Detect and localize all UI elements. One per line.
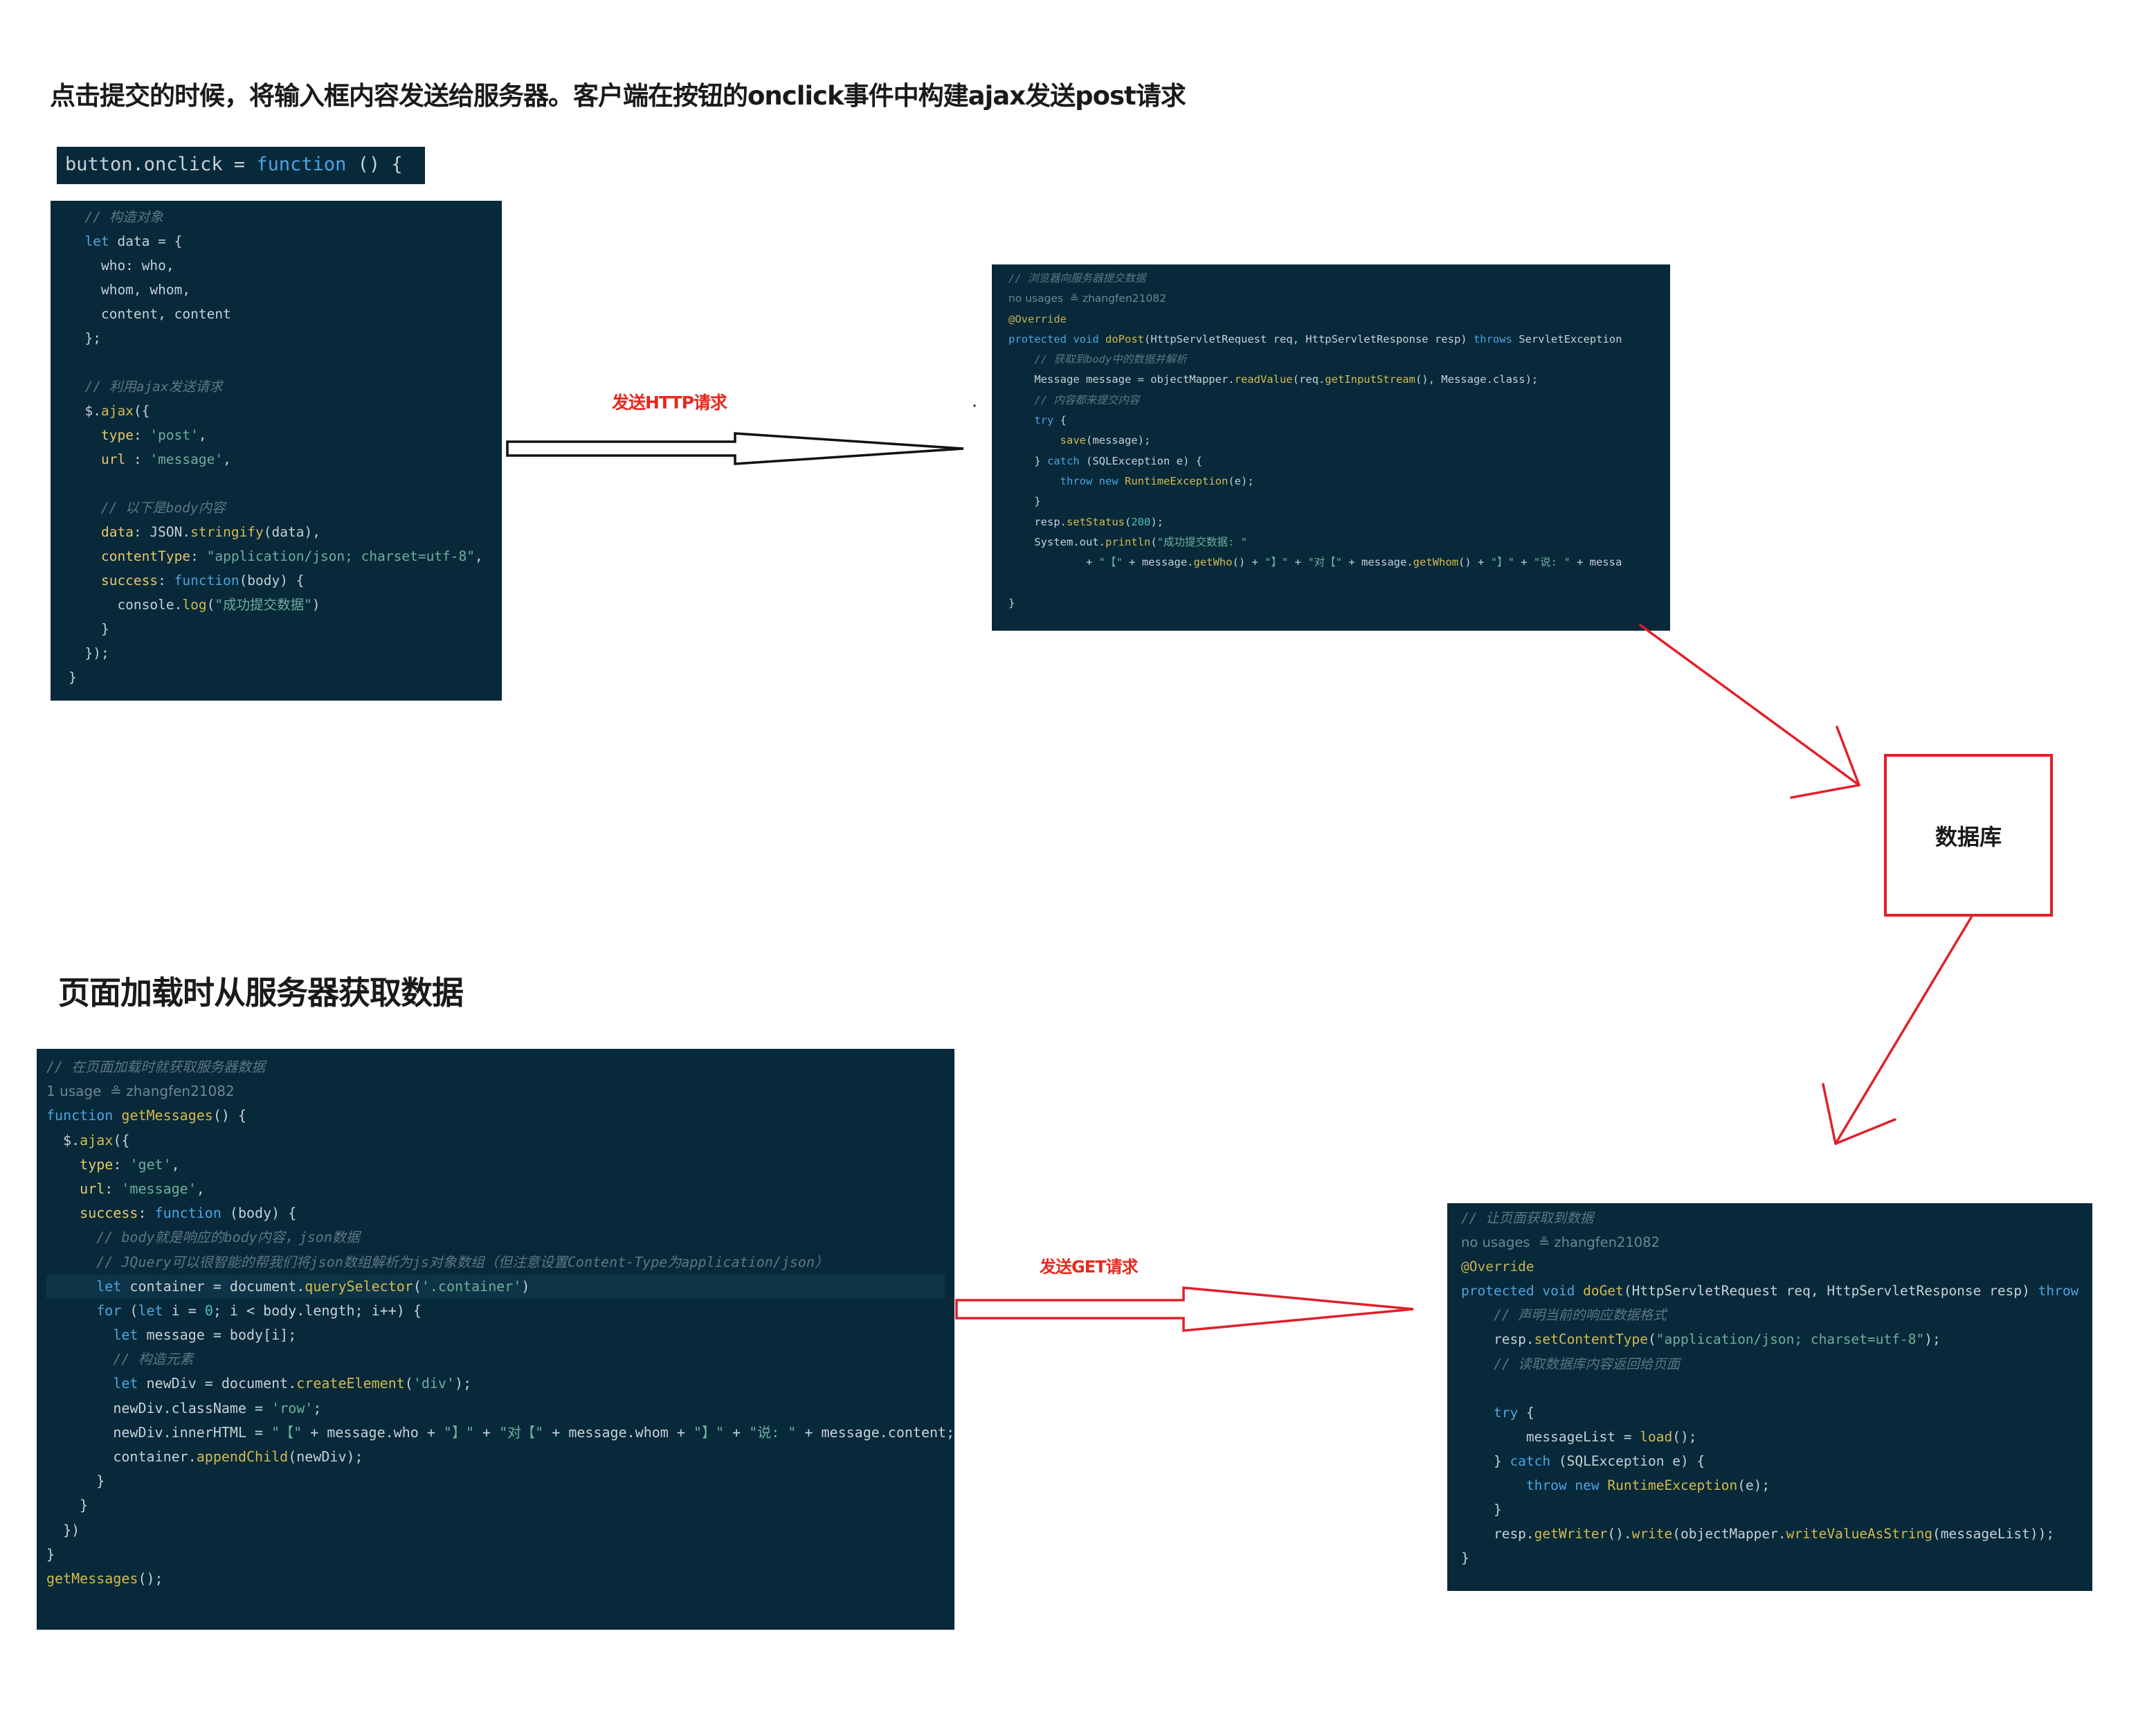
code-line: for (let i = 0; i < body.length; i++) { [96, 1302, 422, 1319]
code-line [1461, 1376, 2078, 1401]
code-line: System.out.println("成功提交数据: " [1008, 535, 1247, 548]
code-line: throw new RuntimeException(e); [1060, 474, 1254, 487]
code-line: // 构造对象 [69, 209, 163, 225]
client-get-code: // 在页面加载时就获取服务器数据 1 usage ≗ zhangfen21082… [37, 1049, 954, 1630]
code-line: newDiv.className = 'row'; [46, 1399, 322, 1416]
code-line: } [69, 621, 109, 637]
code-line: no usages ≗ zhangfen21082 [1461, 1234, 1660, 1251]
code-line: }; [69, 330, 101, 346]
code-line: let container = document.querySelector('… [46, 1274, 945, 1299]
code-line: $.ajax({ [69, 403, 150, 419]
code-line: content, content [69, 306, 231, 322]
code-line: contentType: "application/json; charset=… [100, 548, 483, 564]
code-line: Message message = objectMapper.readValue… [1008, 373, 1539, 386]
code-line: } [1008, 495, 1041, 508]
code-line: throw new RuntimeException(e); [1525, 1477, 1770, 1494]
http-request-arrow [506, 432, 964, 465]
code-line: } [1008, 596, 1015, 609]
code-line: + "【" + message.getWho() + "】" + "对【" + … [1008, 556, 1622, 569]
code-line: // 浏览器向服务器提交数据 [1008, 272, 1146, 285]
code-line: } [46, 1545, 55, 1563]
code-line: $.ajax({ [46, 1131, 130, 1149]
code-line: type: 'post', [100, 427, 207, 443]
code-line: } [46, 1497, 89, 1514]
code-line: @Override [1008, 312, 1067, 325]
code-line: let newDiv = document.createElement('div… [113, 1375, 472, 1392]
code-line: // 在页面加载时就获取服务器数据 [46, 1059, 266, 1075]
code-line [69, 350, 484, 375]
code-line: // JQuery可以很智能的帮我们将json数组解析为js对象数组（但注意设置… [46, 1253, 829, 1270]
code-line: // 获取到body中的数据并解析 [1008, 353, 1187, 366]
code-line: who: who, [69, 258, 174, 273]
http-request-label: 发送HTTP请求 [612, 393, 727, 413]
code-line: let data = { [84, 233, 183, 249]
code-line: success: function(body) { [100, 573, 305, 588]
code-line: protected void doPost(HttpServletRequest… [1008, 332, 1622, 345]
code-line: save(message); [1060, 434, 1151, 447]
code-line: // 构造元素 [46, 1351, 194, 1368]
code-line: getMessages(); [46, 1569, 163, 1587]
code-line: url : 'message', [100, 451, 231, 467]
code-line: } [1461, 1502, 1502, 1518]
code-line: newDiv.innerHTML = "【" + message.who + "… [46, 1423, 954, 1441]
code-line: function getMessages() { [46, 1107, 246, 1124]
load-heading: 页面加载时从服务器获取数据 [58, 974, 464, 1011]
client-post-code: // 构造对象 let data = { who: who, whom, who… [51, 201, 502, 701]
code-line: let message = body[i]; [113, 1326, 297, 1344]
code-line: } [69, 669, 77, 685]
code-line: 1 usage ≗ zhangfen21082 [46, 1083, 235, 1100]
code-line: url: 'message', [80, 1180, 205, 1197]
from-database-arrow [1822, 916, 1973, 1145]
code-line: messageList = load(); [1461, 1428, 1697, 1445]
code-line: @Override [1461, 1259, 1534, 1275]
code-line: data: JSON.stringify(data), [100, 524, 320, 540]
code-line: success: function (body) { [80, 1205, 297, 1222]
code-line: // 以下是body内容 [69, 500, 226, 516]
code-line: type: 'get', [80, 1155, 180, 1173]
code-line [1008, 573, 1654, 593]
code-line: }); [69, 645, 109, 661]
code-line: // 内容都来提交内容 [1008, 393, 1140, 406]
code-line: resp.setContentType("application/json; c… [1461, 1331, 1941, 1348]
server-get-code: // 让页面获取到数据 no usages ≗ zhangfen21082 @Ove… [1447, 1203, 2092, 1591]
code-line: // body就是响应的body内容，json数据 [46, 1229, 360, 1246]
submit-heading: 点击提交的时候，将输入框内容发送给服务器。客户端在按钮的onclick事件中构建… [50, 81, 1186, 111]
code-line: } catch (SQLException e) { [1008, 454, 1202, 467]
code-line: container.appendChild(newDiv); [46, 1448, 363, 1465]
code-line: whom, whom, [69, 282, 191, 298]
get-request-label: 发送GET请求 [1040, 1257, 1138, 1277]
code-line: } [1461, 1550, 1469, 1567]
get-request-arrow [955, 1286, 1414, 1332]
onclick-header-code: button.onclick = function () { [57, 147, 425, 184]
database-label: 数据库 [1935, 823, 2002, 850]
code-line: button.onclick = function () { [65, 154, 403, 175]
code-line: // 读取数据库内容返回给页面 [1461, 1356, 1681, 1372]
code-line: try { [1034, 414, 1067, 427]
code-line: try { [1493, 1404, 1534, 1421]
code-line: console.log("成功提交数据") [69, 597, 320, 613]
server-post-code: // 浏览器向服务器提交数据 no usages ≗ zhangfen21082 @… [992, 264, 1670, 631]
code-line: // 声明当前的响应数据格式 [1461, 1307, 1667, 1324]
code-line: protected void doGet(HttpServletRequest … [1461, 1283, 2079, 1299]
code-line: no usages ≗ zhangfen21082 [1008, 292, 1167, 305]
code-line: resp.getWriter().write(objectMapper.writ… [1461, 1526, 2055, 1542]
to-database-arrow [1639, 624, 1860, 799]
database-box: 数据库 [1884, 754, 2053, 917]
code-line: }) [46, 1521, 80, 1538]
code-line: // 让页面获取到数据 [1461, 1210, 1594, 1226]
code-line: // 利用ajax发送请求 [69, 379, 223, 395]
code-line [69, 471, 484, 496]
stray-dot [973, 404, 976, 407]
code-line: } [46, 1473, 105, 1490]
code-line: } catch (SQLException e) { [1461, 1452, 1705, 1469]
code-line: resp.setStatus(200); [1008, 515, 1164, 528]
